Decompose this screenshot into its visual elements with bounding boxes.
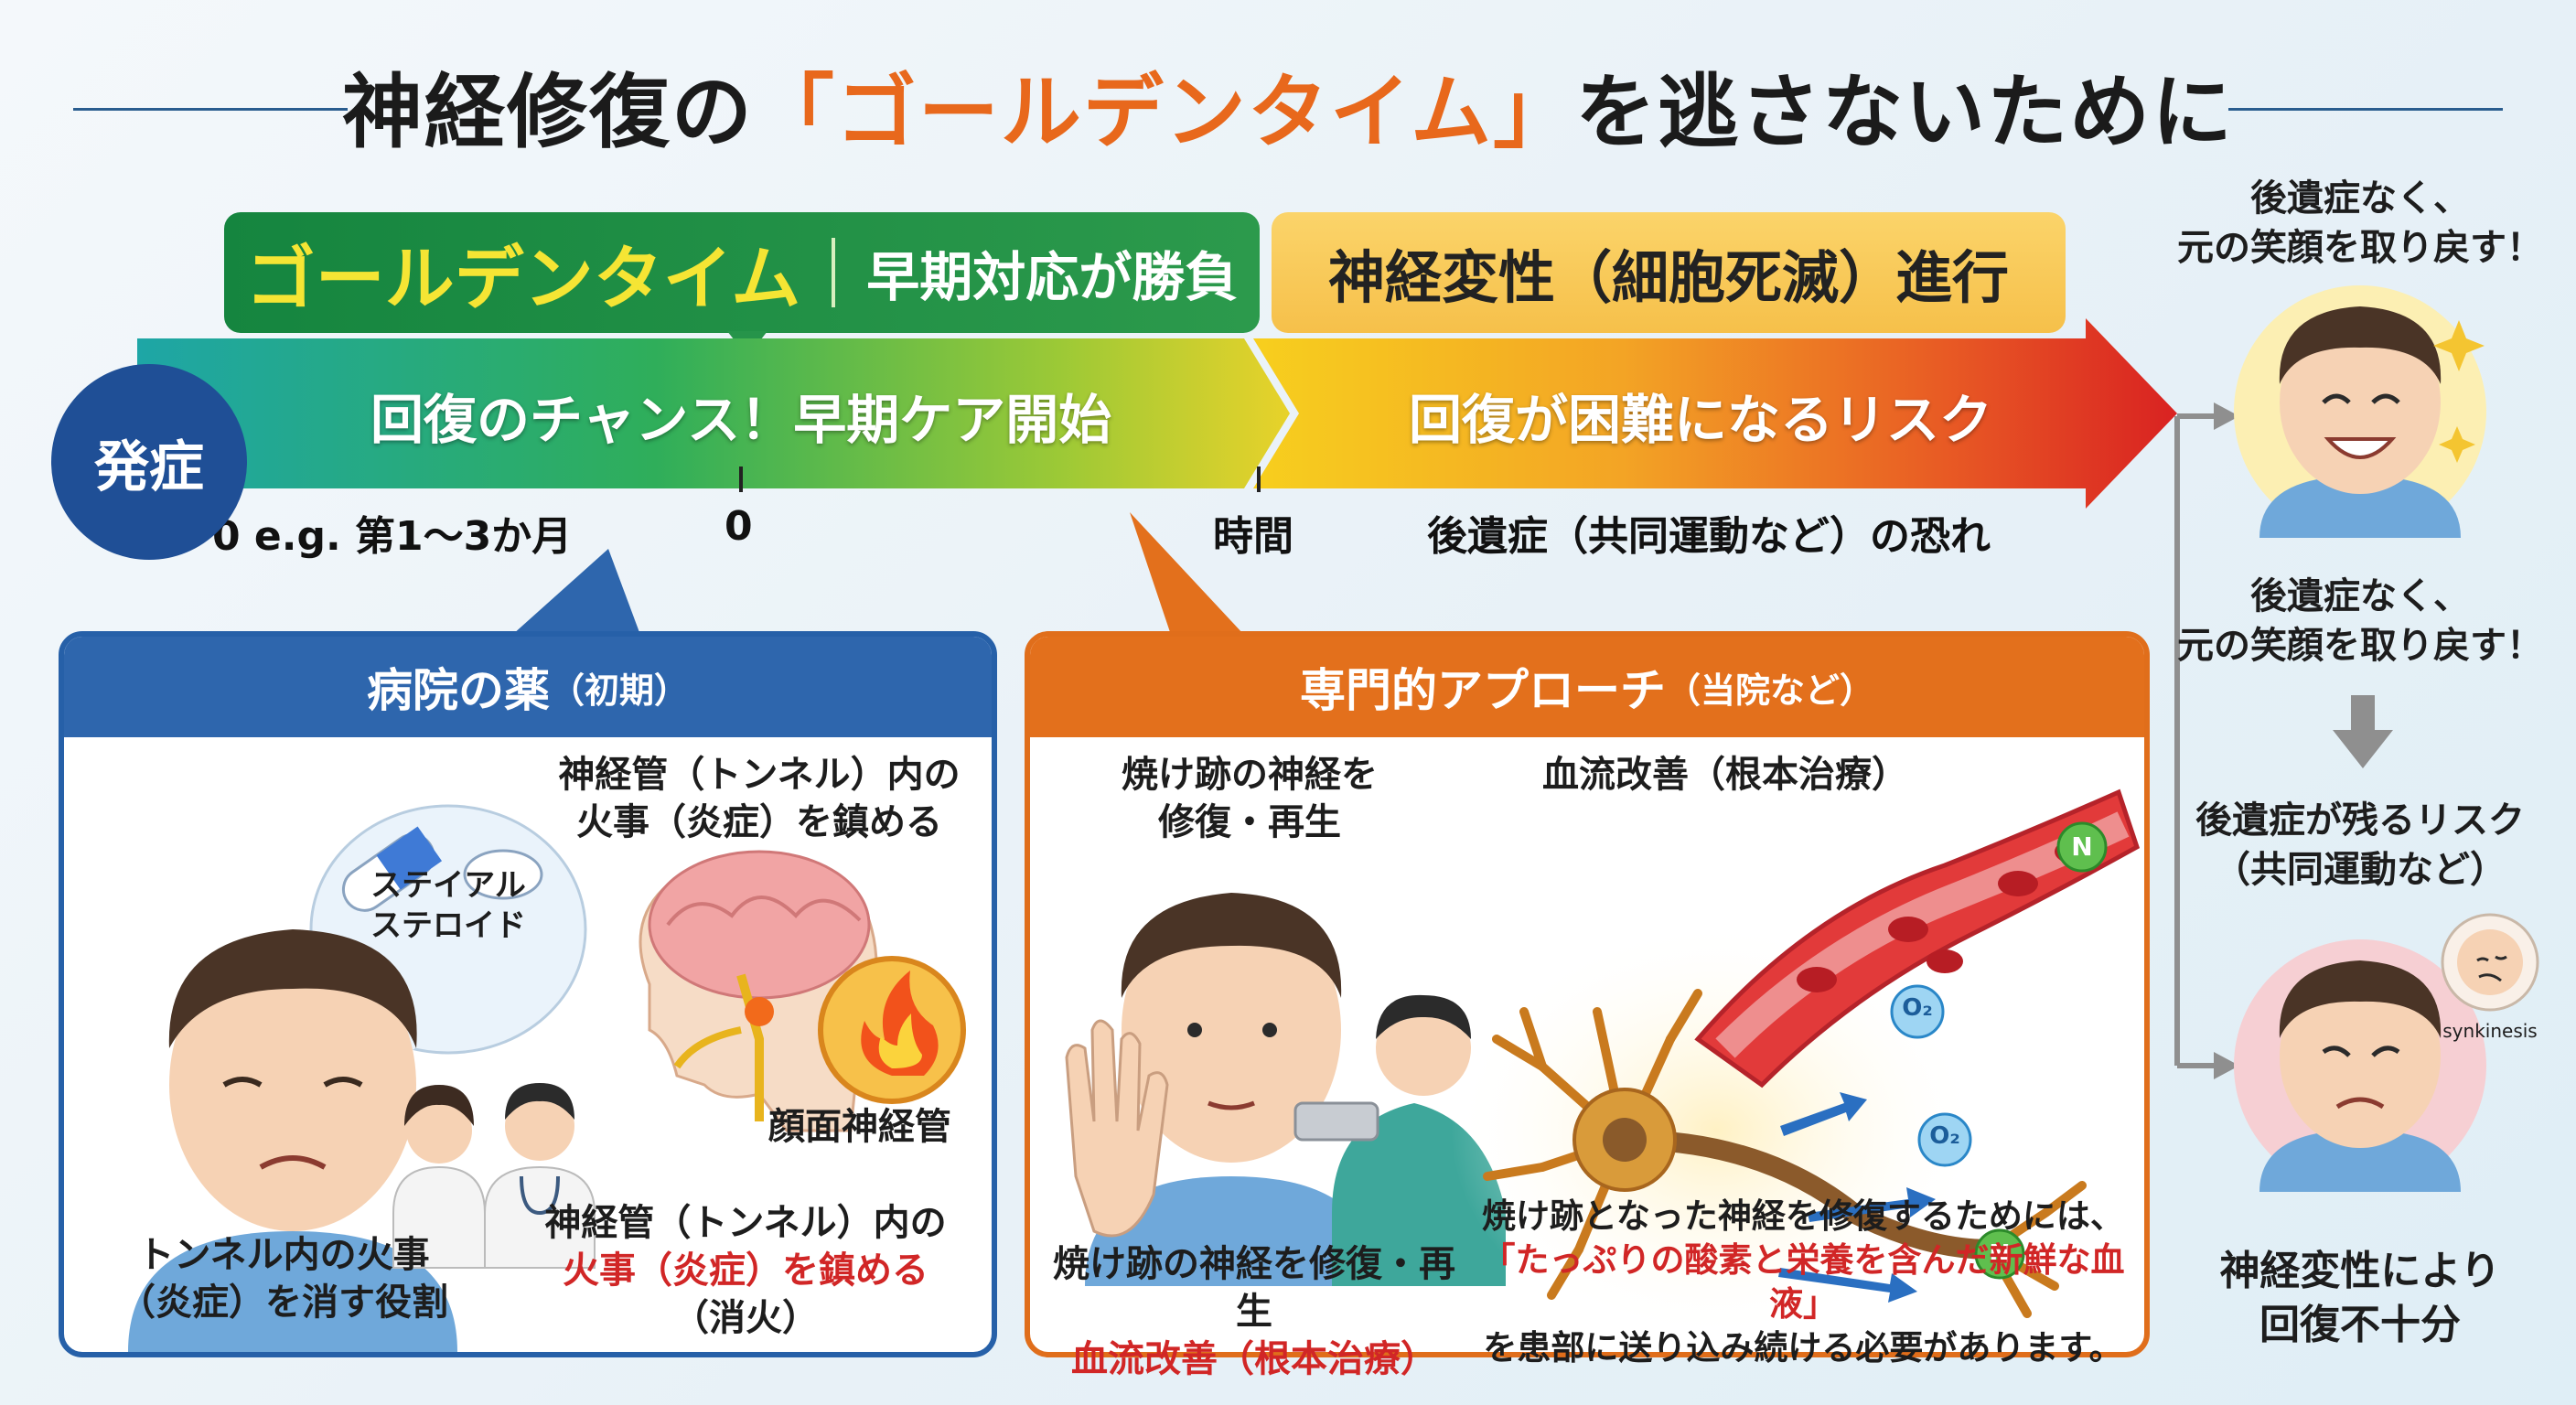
- timeline-early-segment: [137, 338, 1290, 488]
- timeline-arrow: [137, 318, 2177, 509]
- synkinesis-label: synkinesis: [2442, 1020, 2538, 1042]
- label-onset-period: 0 e.g. 第1〜3か月: [212, 513, 573, 560]
- early-response-label: 早期対応が勝負: [866, 246, 1239, 308]
- timeline-risk-segment: [1253, 318, 2177, 509]
- timeline-chance-text: 回復のチャンス！早期ケア開始: [370, 389, 1112, 451]
- good-outcome-mid-text: 後遺症なく、 元の笑顔を取り戻す！: [2177, 575, 2543, 667]
- specialist-approach-panel: 専門的アプローチ（当院など）: [1025, 631, 2150, 1380]
- degeneration-banner: 神経変性（細胞死滅）進行: [1272, 212, 2066, 333]
- oxygen-bubble-1: [1890, 984, 1945, 1039]
- inflammation-spot: [745, 997, 774, 1026]
- special-caption-bottom-right: 焼け跡となった神経を修復するためには、 「たっぷりの酸素と栄養を含んだ新鮮な血液…: [1481, 1196, 2125, 1368]
- synkinesis-face-icon: [2441, 913, 2539, 1012]
- hospital-caption-top: 神経管（トンネル）内の 火事（炎症）を鎮める: [558, 754, 961, 843]
- therapist: [1293, 994, 1506, 1286]
- hospital-caption-left: トンネル内の火事 （炎症）を消す役割: [119, 1234, 448, 1324]
- oxygen-bubble-2: [1917, 1112, 1972, 1167]
- label-time: 時間: [1213, 513, 1293, 560]
- blood-flow-caption: 血流改善（根本治療）: [1542, 754, 1908, 796]
- connector-arrow-top: [2214, 402, 2239, 430]
- patient-receiving-treatment: [1085, 893, 1378, 1286]
- n-label-2: N: [1989, 1239, 2011, 1269]
- page-title: 神経修復の「ゴールデンタイム」を逃さないために: [341, 65, 2235, 159]
- timeline-risk-text: 回復が困難になるリスク: [1409, 389, 1993, 451]
- hospital-medicine-panel: 病院の薬（初期）: [59, 631, 997, 1357]
- hand-icon: [1065, 1019, 1169, 1238]
- tick-time: [1257, 467, 1261, 492]
- tablet-icon: [463, 849, 543, 900]
- steroid-bubble-text: ステイアル ステロイド: [370, 867, 526, 945]
- hospital-illustration: [128, 804, 966, 1352]
- o2-label-1: O₂: [1902, 994, 1933, 1022]
- title-rule-right: [2228, 108, 2503, 111]
- patient-worried: [128, 929, 457, 1352]
- doctor-male: [484, 1083, 596, 1269]
- sequela-risk-text: 後遺症が残るリスク （共同運動など）: [2195, 799, 2525, 891]
- special-panel-header: 専門的アプローチ（当院など）: [1030, 637, 2144, 737]
- label-zero: 0: [724, 503, 753, 550]
- good-outcome-top-text: 後遺症なく、 元の笑顔を取り戻す！: [2177, 177, 2543, 269]
- label-sequela-risk: 後遺症（共同運動など）の恐れ: [1427, 513, 1991, 560]
- tick-zero: [739, 467, 743, 492]
- n-label-1: N: [2071, 831, 2093, 862]
- banner-divider: [832, 238, 836, 307]
- happy-face-icon: [2234, 285, 2486, 538]
- facial-nerve-canal-label: 顔面神経管: [768, 1106, 951, 1148]
- capsule-icon: [341, 826, 442, 912]
- nutrient-bubble-1: [2056, 821, 2108, 873]
- hospital-pointer: [512, 549, 640, 635]
- brain-icon: [648, 850, 871, 1000]
- hospital-panel-header: 病院の薬（初期）: [64, 637, 992, 737]
- onset-circle: 発症: [51, 364, 247, 560]
- sad-face-icon: [2234, 939, 2486, 1192]
- special-caption-bottom-left: 焼け跡の神経を修復・再生 血流改善（根本治療）: [1053, 1243, 1455, 1380]
- connector-arrow-bottom: [2214, 1052, 2239, 1079]
- doctor-female: [392, 1085, 486, 1269]
- fire-zoom-icon: [818, 956, 966, 1104]
- nerve-repair-caption: 焼け跡の神経を 修復・再生: [1122, 754, 1378, 843]
- flow-arrows: [1778, 1092, 1936, 1303]
- golden-time-banner: ゴールデンタイム 早期対応が勝負: [224, 212, 1260, 333]
- special-illustration: [1065, 788, 2141, 1341]
- nutrient-bubble-2: [1974, 1228, 2025, 1280]
- head-anatomy-illustration: [639, 850, 878, 1132]
- golden-time-label: ゴールデンタイム: [245, 238, 801, 319]
- o2-label-2: O₂: [1929, 1122, 1960, 1150]
- down-arrow-icon: [2333, 695, 2393, 768]
- hospital-caption-bottom: 神経管（トンネル）内の 火事（炎症）を鎮める （消火）: [544, 1202, 947, 1339]
- title-rule-left: [73, 108, 348, 111]
- poor-recovery-text: 神経変性により 回復不十分: [2219, 1248, 2501, 1349]
